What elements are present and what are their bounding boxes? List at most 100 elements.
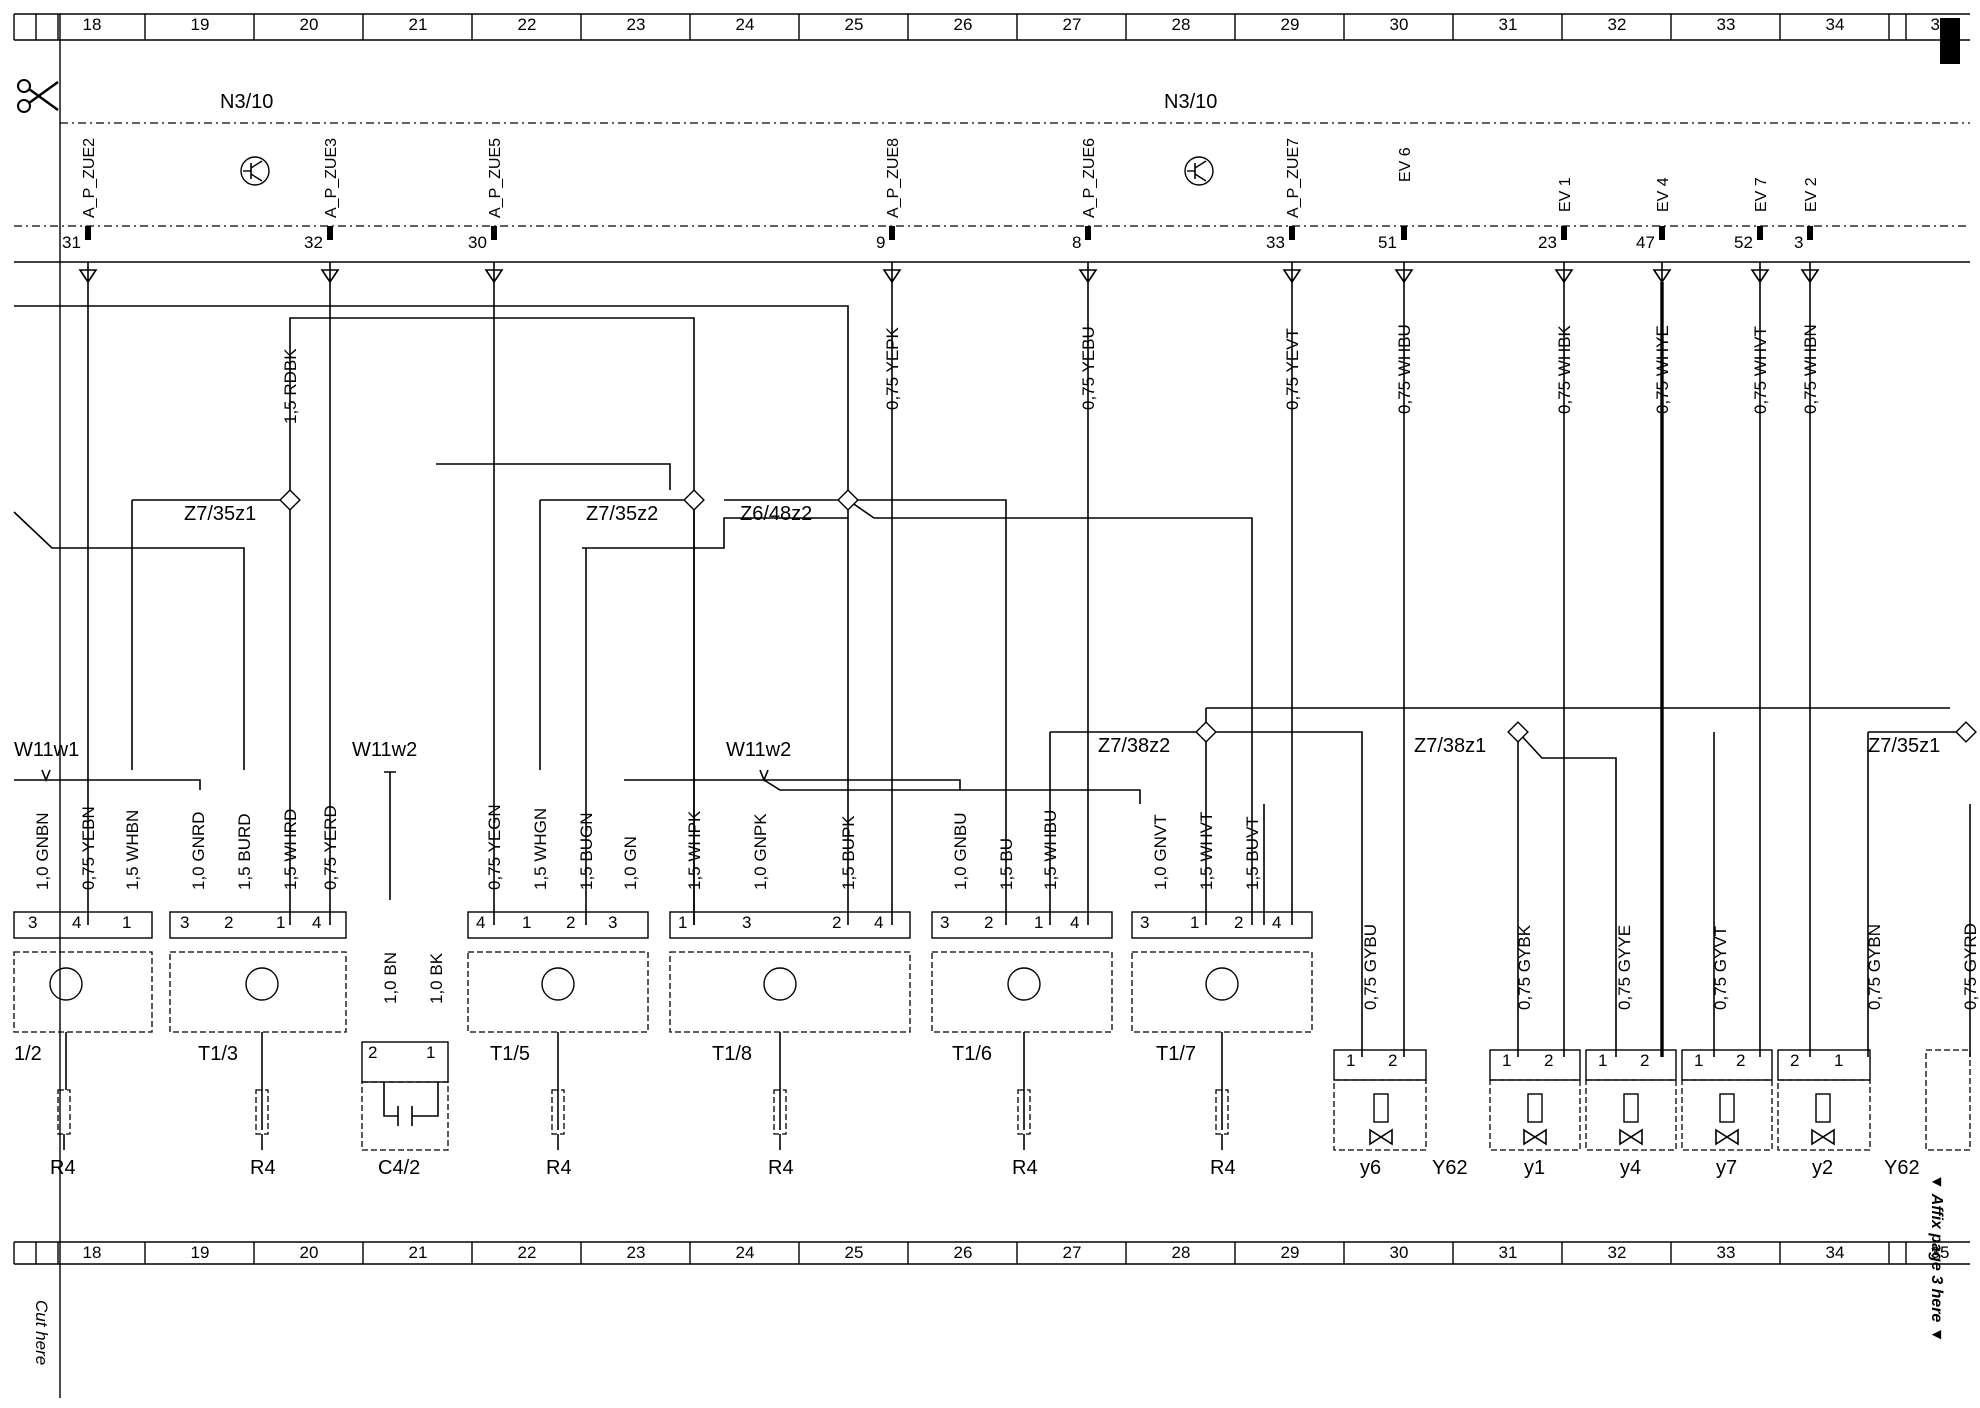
cap-pin: 2	[368, 1043, 377, 1062]
signal-label: A_P_ZUE7	[1285, 138, 1302, 218]
cap-pin: 1	[426, 1043, 435, 1062]
ignition-coil: 3 1 2 4 T1/7	[1131, 911, 1313, 1130]
ignition-coil: 4 1 2 3 T1/5	[467, 911, 649, 1130]
coil-pin: 2	[566, 913, 575, 932]
coil-pin: 1	[1034, 913, 1043, 932]
valve-pin: 2	[1388, 1051, 1397, 1070]
transistor-icon	[1007, 967, 1041, 1001]
connector-pin: 3	[1794, 233, 1803, 252]
coil-pin: 3	[940, 913, 949, 932]
coil-label: T1/8	[712, 1043, 752, 1065]
signal-label: A_P_ZUE8	[885, 138, 902, 218]
resistor-label: R4	[250, 1157, 276, 1179]
grid-num-32: 32	[1608, 15, 1627, 34]
wire-label: 1,0 GNRD	[189, 812, 208, 890]
upper-wire-labels: 1,5 RDBK 0,75 YEPK 0,75 YEBU 0,75 YEVT 0…	[281, 324, 1820, 424]
grid-num-35-bottom: 35	[1931, 1243, 1950, 1262]
grid-num-24: 24	[736, 15, 755, 34]
spark-plug-resistor: R4	[1012, 1089, 1038, 1179]
spark-plug-resistor: R4	[546, 1089, 572, 1179]
grid-num-21: 21	[409, 15, 428, 34]
valve-partial	[1925, 1049, 1971, 1151]
splice-diamond	[837, 489, 859, 511]
wire-label: 0,75 GYBK	[1515, 924, 1534, 1010]
grid-num-19-bottom: 19	[191, 1243, 210, 1262]
grid-num-30-bottom: 30	[1390, 1243, 1409, 1262]
grid-num-28: 28	[1172, 15, 1191, 34]
wire-label: 0,75 YERD	[321, 805, 340, 890]
grid-num-34-bottom: 34	[1826, 1243, 1845, 1262]
signal-label: A_P_ZUE5	[487, 138, 504, 218]
coil-label: T1/6	[952, 1043, 992, 1065]
spark-plugs: R4 R4 R4 R4 R4 R4	[50, 1089, 1236, 1179]
grid-num-33: 33	[1717, 15, 1736, 34]
wire-label: 1,5 WHVT	[1197, 812, 1216, 890]
valve-label: y6	[1360, 1157, 1381, 1179]
splice-label: Z7/38z1	[1414, 735, 1486, 757]
wire-label: 0,75 GYVT	[1711, 926, 1730, 1010]
signal-label: A_P_ZUE3	[323, 138, 340, 218]
splice-diamond	[683, 489, 705, 511]
grid-num-29-bottom: 29	[1281, 1243, 1300, 1262]
coil-label: T1/7	[1156, 1043, 1196, 1065]
valve-pin: 2	[1790, 1051, 1799, 1070]
wire-label: 0,75 WHBN	[1801, 324, 1820, 414]
wire-label: 1,0 GNVT	[1151, 814, 1170, 890]
module-label-right: N3/10	[1164, 91, 1217, 113]
shield-label: W11w1	[14, 739, 79, 761]
spark-plug-resistor: R4	[50, 1089, 76, 1179]
splice-label: Z6/48z2	[740, 503, 812, 525]
wire-label: 1,5 BUPK	[839, 815, 858, 890]
wire-label: 1,5 WHGN	[531, 808, 550, 890]
connector-pin: 47	[1636, 233, 1655, 252]
wire-label: 1,0 GN	[621, 836, 640, 890]
grid-num-22-bottom: 22	[518, 1243, 537, 1262]
grid-num-24-bottom: 24	[736, 1243, 755, 1262]
valve-pin: 2	[1640, 1051, 1649, 1070]
connector-pin: 32	[304, 233, 323, 252]
grid-num-27: 27	[1063, 15, 1082, 34]
connector-pin: 31	[62, 233, 81, 252]
valve-y7: 1 2 y7	[1681, 1049, 1773, 1179]
coil-pin: 1	[522, 913, 531, 932]
grid-num-18-bottom: 18	[83, 1243, 102, 1262]
ignition-coil: 3 2 1 4 T1/3	[169, 911, 347, 1130]
coil-pin: 3	[608, 913, 617, 932]
coil-pin: 4	[312, 913, 321, 932]
grid-num-28-bottom: 28	[1172, 1243, 1191, 1262]
wire-label: 0,75 YEPK	[883, 326, 902, 410]
coil-pin: 4	[874, 913, 883, 932]
splice-label: Z7/35z2	[586, 503, 658, 525]
grid-num-26-bottom: 26	[954, 1243, 973, 1262]
wire-label: 1,5 WHBU	[1041, 810, 1060, 890]
coil-pin: 3	[742, 913, 751, 932]
signal-label: A_P_ZUE6	[1081, 138, 1098, 218]
wire-label: 0,75 WHYE	[1653, 325, 1672, 414]
wire-label: 0,75 WHBU	[1395, 324, 1414, 414]
connector-pin: 30	[468, 233, 487, 252]
wire-label: 1,0 BN	[381, 952, 400, 1004]
resistor-label: R4	[1012, 1157, 1038, 1179]
ignition-coils: 3 4 1 1/2 3 2 1 4 T1/3 4 1 2 3	[13, 911, 1313, 1130]
coil-pin: 3	[1140, 913, 1149, 932]
wire-label: 1,5 WHRD	[281, 809, 300, 890]
grid-ruler-bottom: 18 19 20 21 22 23 24 25 26 27 28 29 30 3…	[13, 1241, 1970, 1265]
spark-plug-resistor: R4	[250, 1089, 276, 1179]
coil-pin: 2	[832, 913, 841, 932]
grid-num-23-bottom: 23	[627, 1243, 646, 1262]
wire-label: 0,75 WHBK	[1555, 325, 1574, 414]
connector-pin: 33	[1266, 233, 1285, 252]
wire-label: 1,5 BUGN	[577, 813, 596, 890]
wire-label: 0,75 WHVT	[1751, 326, 1770, 414]
spark-plug-resistor: R4	[768, 1089, 794, 1179]
capacitor-label: C4/2	[378, 1157, 420, 1179]
splice-diamond	[1507, 721, 1529, 743]
grid-num-23: 23	[627, 15, 646, 34]
grid-num-19: 19	[191, 15, 210, 34]
coil-pin: 2	[984, 913, 993, 932]
coil-pin: 1	[1190, 913, 1199, 932]
grid-num-25-bottom: 25	[845, 1243, 864, 1262]
resistor-label: R4	[50, 1157, 76, 1179]
